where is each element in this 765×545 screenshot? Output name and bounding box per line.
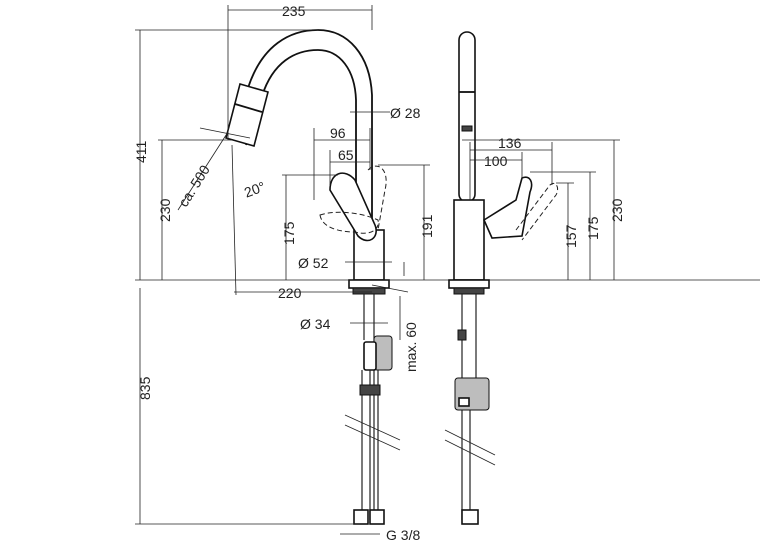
dim-157: 157 <box>563 224 579 248</box>
dim-220: 220 <box>278 285 302 301</box>
dim-175-front: 175 <box>281 221 297 245</box>
dim-411: 411 <box>133 140 149 163</box>
dim-136: 136 <box>498 135 522 151</box>
spout-inner <box>245 49 357 255</box>
side-body <box>453 199 485 281</box>
dim-angle: 20° <box>242 178 267 200</box>
dim-pipe-diameter: Ø 28 <box>390 105 421 121</box>
dim-base-diameter: Ø 52 <box>298 255 329 271</box>
front-dimensions: 235 Ø 28 411 230 ca. 500 20° 96 65 175 <box>133 3 760 543</box>
dim-191: 191 <box>419 214 435 238</box>
spray-head <box>225 83 269 147</box>
dim-100: 100 <box>484 153 508 169</box>
side-dimensions: 136 100 157 175 230 <box>462 135 625 280</box>
dim-835: 835 <box>137 376 153 400</box>
dim-235: 235 <box>282 3 306 19</box>
lever-alt-position <box>319 211 379 234</box>
dim-max-thickness: max. 60 <box>403 322 419 372</box>
dim-reach-radius: ca. 500 <box>175 162 213 210</box>
dim-96: 96 <box>330 125 346 141</box>
dim-hole-diameter: Ø 34 <box>300 316 331 332</box>
dim-175-side: 175 <box>585 216 601 240</box>
lever-side <box>482 176 533 239</box>
dim-connection: G 3/8 <box>386 527 420 543</box>
side-spout <box>458 31 476 203</box>
dim-230-front: 230 <box>157 198 173 222</box>
dim-230-side: 230 <box>609 198 625 222</box>
lever-front <box>329 172 377 242</box>
dim-65: 65 <box>338 147 354 163</box>
front-view <box>225 29 401 525</box>
side-view <box>444 31 559 525</box>
